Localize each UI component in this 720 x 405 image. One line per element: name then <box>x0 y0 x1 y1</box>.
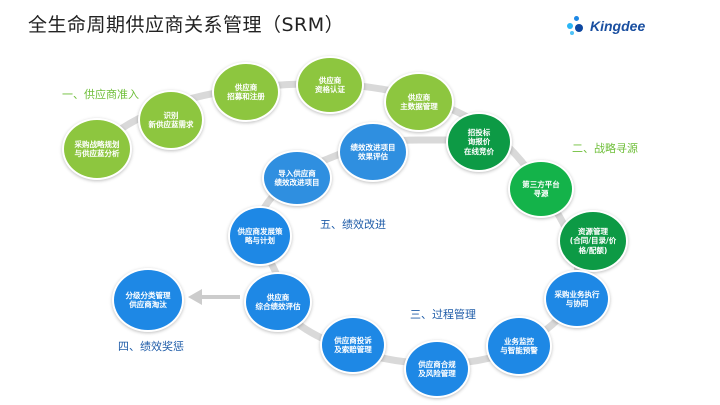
node-business-execution: 采购业务执行 与协同 <box>544 270 610 328</box>
node-import-improvement: 导入供应商 绩效改进项目 <box>262 150 332 206</box>
node-bidding: 招投标 询报价 在线竞价 <box>446 112 512 172</box>
kingdee-logo-icon <box>566 16 586 36</box>
node-grading-elimination: 分级分类管理 供应商淘汰 <box>112 268 184 332</box>
node-recruit-register: 供应商 招募和注册 <box>212 62 280 122</box>
node-qualification: 供应商 资格认证 <box>296 56 364 114</box>
node-identify-demand: 识别 新供应蓝需求 <box>138 90 204 150</box>
node-performance-evaluation: 供应商 综合绩效评估 <box>244 272 312 332</box>
node-resource-management: 资源管理 (合同/目录/价 格/配额) <box>558 210 628 272</box>
brand-name: Kingdee <box>590 18 646 34</box>
phase-label-reward: 四、绩效奖惩 <box>118 340 184 353</box>
phase-label-process: 三、过程管理 <box>410 308 476 321</box>
node-master-data: 供应商 主数据管理 <box>384 72 454 132</box>
phase-label-improve: 五、绩效改进 <box>320 218 386 231</box>
node-procurement-strategy: 采购战略规划 与供应蓝分析 <box>62 118 132 180</box>
exit-arrow-head <box>188 289 202 305</box>
node-improvement-effect: 绩效改进项目 效果评估 <box>338 122 408 182</box>
phase-label-sourcing: 二、战略寻源 <box>572 142 638 155</box>
node-third-party-sourcing: 第三方平台 寻源 <box>508 160 574 218</box>
node-compliance-risk: 供应商合规 及风险管理 <box>404 340 470 398</box>
brand-logo: Kingdee <box>566 16 645 36</box>
node-monitoring-alert: 业务监控 与智能预警 <box>486 316 552 376</box>
node-development-strategy: 供应商发展策 略与计划 <box>228 206 292 266</box>
phase-label-access: 一、供应商准入 <box>62 88 139 101</box>
node-complaint-claim: 供应商投诉 及索赔管理 <box>320 316 386 374</box>
slide-title: 全生命周期供应商关系管理（SRM） <box>28 14 345 36</box>
